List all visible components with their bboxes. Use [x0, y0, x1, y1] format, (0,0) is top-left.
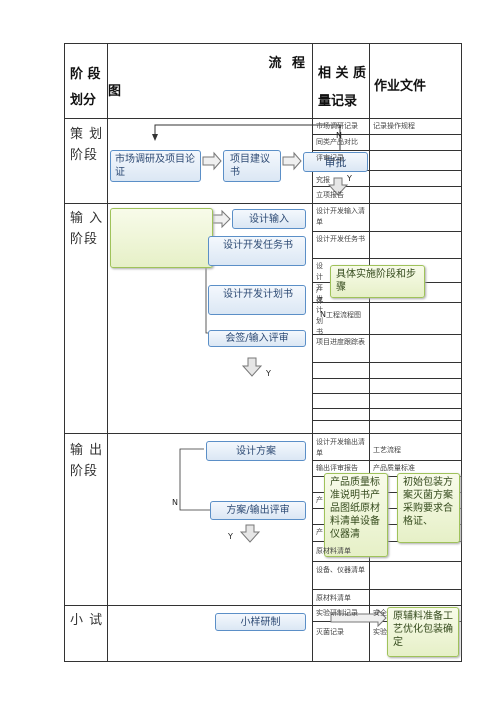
label-output-y: Y	[228, 532, 233, 541]
record-output-2: 输出评审报告	[316, 464, 358, 472]
record-plan-5: 立项报告	[316, 191, 344, 199]
label-plan-y: Y	[347, 174, 352, 183]
flow-box-sample-dev: 小样研制	[215, 613, 306, 631]
flow-box-market-research: 市场调研及项目论证	[110, 150, 201, 182]
record-trial-1: 实验研制记录	[316, 609, 358, 617]
doc-plan-1: 记录操作规程	[373, 122, 415, 130]
record-output-4: 产	[316, 528, 323, 536]
record-output-3: 产	[316, 496, 323, 504]
stage-output: 输 出 阶段	[70, 443, 104, 479]
record-output-1: 设计开发输出清单	[316, 438, 365, 457]
record-plan-4: 究报	[316, 176, 330, 184]
record-input-7: 项目进度跟踪表	[316, 338, 365, 346]
record-input-4: 产	[316, 286, 323, 294]
label-input-y: Y	[266, 369, 271, 378]
stage-input: 输 入 阶段	[70, 211, 104, 247]
callout-implementation: 具体实施阶段和步骤	[330, 265, 425, 298]
record-plan-1: 市场调研记录	[316, 122, 358, 130]
flow-box-design-plan: 设计开发计划书	[208, 285, 306, 315]
label-plan-n: N	[336, 131, 342, 140]
flow-box-scheme-review: 方案/输出评审	[210, 501, 306, 520]
callout-raw-material: 原辅料准备工艺优化包装确定	[387, 607, 459, 657]
flow-box-countersign: 会签/输入评审	[208, 330, 306, 347]
record-input-5: 评	[316, 297, 323, 305]
label-input-n: N	[320, 310, 326, 319]
header-docs: 作业文件	[374, 79, 427, 94]
flow-box-design-task: 设计开发任务书	[208, 236, 306, 266]
callout-packaging: 初始包装方案灭菌方案采购要求合格证、	[397, 473, 460, 543]
doc-output-1: 工艺流程	[373, 446, 401, 454]
record-input-2: 设计开发任务书	[316, 235, 365, 243]
flow-box-proposal: 项目建议书	[223, 150, 281, 182]
label-output-n: N	[172, 498, 178, 507]
record-input-6: 工程流程图	[326, 311, 361, 319]
doc-output-2: 产品质量标准	[373, 464, 415, 472]
record-output-6: 设备、仪器清单	[316, 566, 365, 574]
stage-trial: 小 试	[70, 613, 104, 628]
record-output-7: 原材料清单	[316, 594, 351, 602]
record-input-1: 设计开发输入清单	[316, 207, 365, 226]
header-records: 相 关 质 量记录	[318, 66, 367, 109]
record-plan-3: 评审记录	[316, 154, 344, 162]
record-plan-2: 同类产品对比	[316, 138, 358, 146]
flow-box-approval: 审批	[303, 152, 368, 172]
callout-quality-standard: 产品质量标准说明书产品图纸原材料清单设备仪器清	[324, 473, 388, 557]
flow-box-design-scheme: 设计方案	[206, 441, 306, 461]
doc-trial-1: 安全	[373, 609, 387, 617]
callout-product-performance	[110, 208, 213, 268]
stage-plan: 策 划 阶段	[70, 127, 104, 163]
doc-trial-2: 实验	[373, 628, 387, 636]
flow-box-design-input: 设计输入	[232, 209, 306, 229]
record-input-3: 设计开发计划书	[316, 262, 323, 336]
record-trial-2: 灭菌记录	[316, 628, 344, 636]
record-output-5: 原材料清单	[316, 547, 351, 555]
header-flow: 流 程 图	[108, 56, 308, 99]
header-stage: 阶 段 划分	[70, 67, 101, 108]
